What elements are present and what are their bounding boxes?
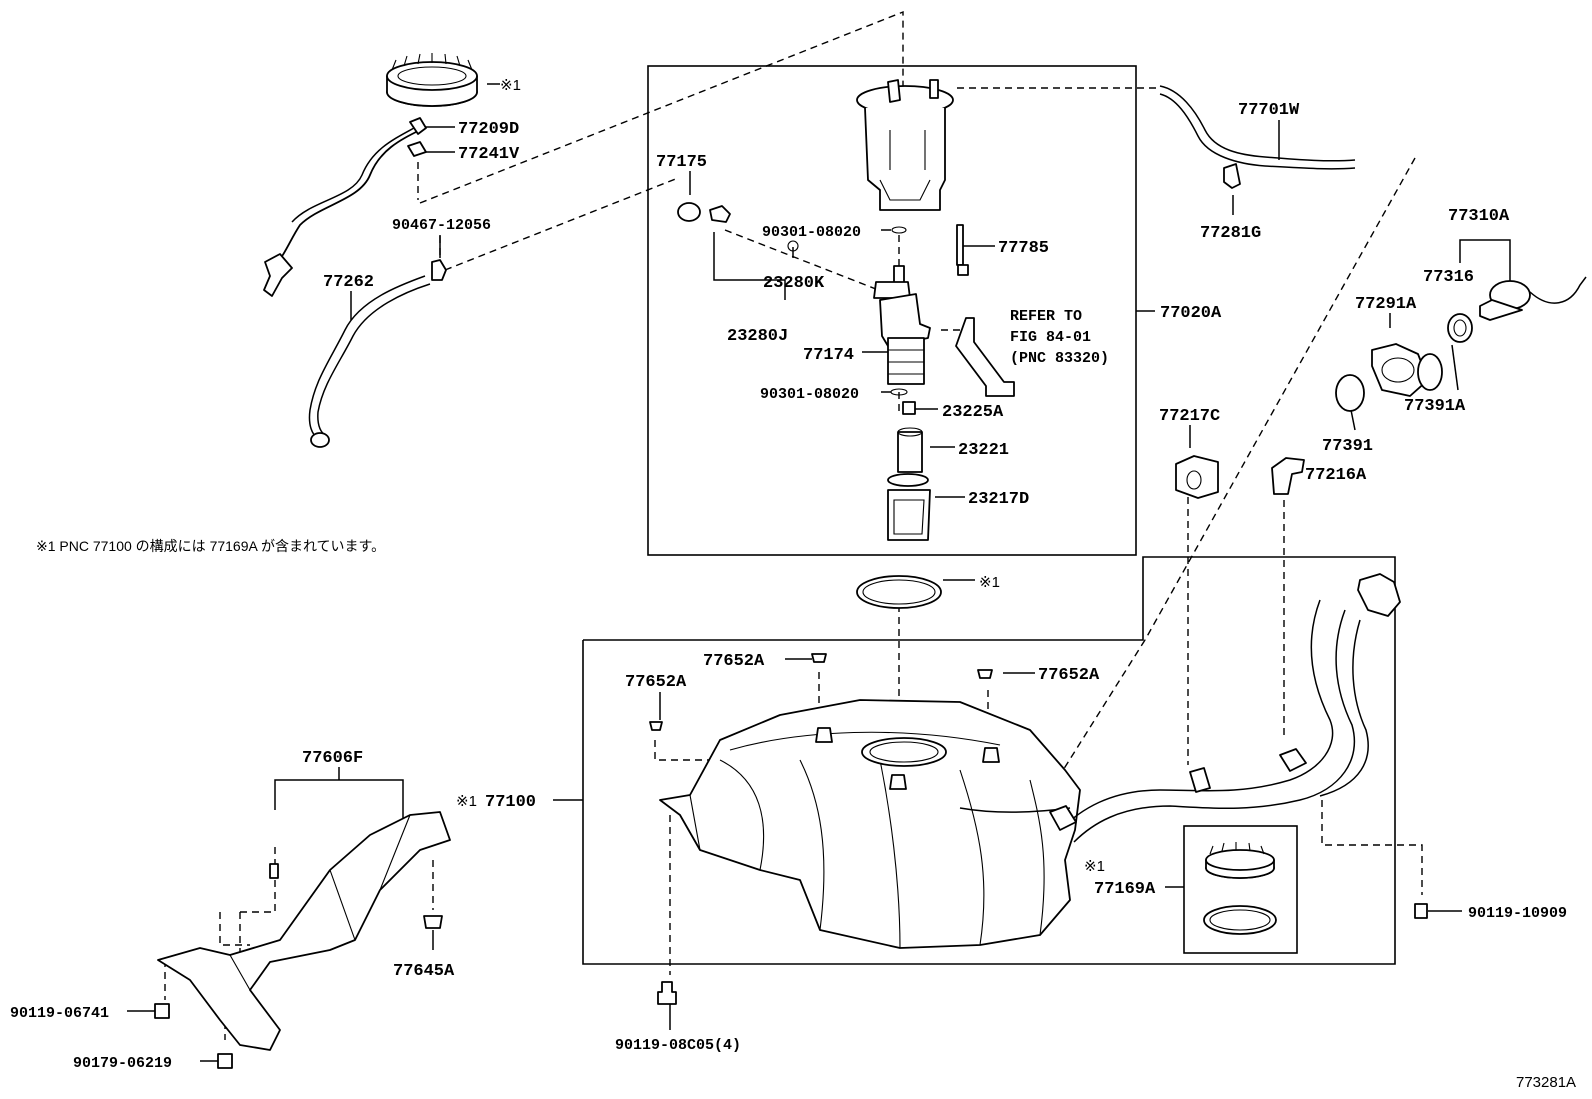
label-77100: 77100: [485, 793, 536, 812]
vent-hose-upper-part: [263, 117, 427, 297]
tank-clips-part: [649, 653, 993, 731]
label-77391A: 77391A: [1404, 397, 1466, 416]
fuel-pump-module-part: [856, 79, 954, 211]
refer-line-2: FIG 84-01: [1010, 329, 1091, 346]
sub-assembly-inset-box: [1183, 825, 1298, 954]
label-77174: 77174: [803, 346, 854, 365]
label-77785: 77785: [998, 239, 1049, 258]
fuel-tank-box: [582, 556, 1396, 965]
label-77391: 77391: [1322, 437, 1373, 456]
vent-hose-lower-part: [308, 259, 447, 448]
label-77241V: 77241V: [458, 145, 520, 164]
label-23280J: 23280J: [727, 327, 788, 346]
label-gasket-mark: ※1: [979, 574, 1000, 591]
fuel-tank-part: [659, 699, 1081, 949]
label-77291A: 77291A: [1355, 295, 1417, 314]
label-23217D: 23217D: [968, 490, 1029, 509]
refer-line-1: REFER TO: [1010, 308, 1082, 325]
jet-pump-part: [677, 202, 799, 252]
tank-protector-part: [157, 811, 451, 1051]
label-90119-08C05: 90119-08C05(4): [615, 1037, 741, 1054]
label-77281G: 77281G: [1200, 224, 1261, 243]
label-ring-mark: ※1: [500, 77, 521, 94]
inset-ring-part: [1203, 842, 1277, 935]
cap-ring-part: [1447, 313, 1473, 343]
label-23225A: 23225A: [942, 403, 1004, 422]
sender-gauge-part: [955, 224, 1015, 397]
fuel-cap-part: [1479, 276, 1587, 321]
label-77262: 77262: [323, 273, 374, 292]
label-23280K: 23280K: [763, 274, 825, 293]
pressure-regulator-part: [873, 226, 931, 396]
retainer-ring-part: [386, 53, 478, 107]
label-77316: 77316: [1423, 268, 1474, 287]
label-77175: 77175: [656, 153, 707, 172]
label-77100-mark: ※1: [456, 793, 477, 810]
filler-clamp-part: [1271, 457, 1305, 495]
leader-lines: [127, 83, 1511, 1062]
label-77217C: 77217C: [1159, 407, 1220, 426]
fuel-filter-part: [887, 473, 931, 541]
label-77652A-right: 77652A: [1038, 666, 1100, 685]
figure-id: 773281A: [1516, 1074, 1576, 1091]
refer-line-3: (PNC 83320): [1010, 350, 1109, 367]
label-77169A: 77169A: [1094, 880, 1156, 899]
label-23221: 23221: [958, 441, 1009, 460]
label-77216A: 77216A: [1305, 466, 1367, 485]
fuel-pump-part: [897, 401, 923, 473]
label-90179-06219: 90179-06219: [73, 1055, 172, 1072]
vent-tube-part: [1159, 85, 1356, 189]
label-77701W: 77701W: [1238, 101, 1300, 120]
label-90301-08020-lower: 90301-08020: [760, 386, 859, 403]
gasket-part: [856, 575, 942, 609]
note-text: ※1 PNC 77100 の構成には 77169A が含まれています。: [36, 538, 385, 554]
label-77652A-center: 77652A: [703, 652, 765, 671]
label-77169A-mark: ※1: [1084, 858, 1105, 875]
label-77310A: 77310A: [1448, 207, 1510, 226]
label-77645A: 77645A: [393, 962, 455, 981]
pipe-clamp-part: [1175, 455, 1219, 499]
label-77020A: 77020A: [1160, 304, 1222, 323]
bolts-part: [154, 863, 1428, 1069]
label-90301-08020-upper: 90301-08020: [762, 224, 861, 241]
label-77606F: 77606F: [302, 749, 363, 768]
label-90467-12056: 90467-12056: [392, 217, 491, 234]
label-90119-06741: 90119-06741: [10, 1005, 109, 1022]
label-77209D: 77209D: [458, 120, 519, 139]
label-90119-10909: 90119-10909: [1468, 905, 1567, 922]
filler-neck-pipe-part: [1335, 343, 1443, 412]
label-77652A-left: 77652A: [625, 673, 687, 692]
fuel-filler-pipe-part: [1049, 573, 1401, 843]
